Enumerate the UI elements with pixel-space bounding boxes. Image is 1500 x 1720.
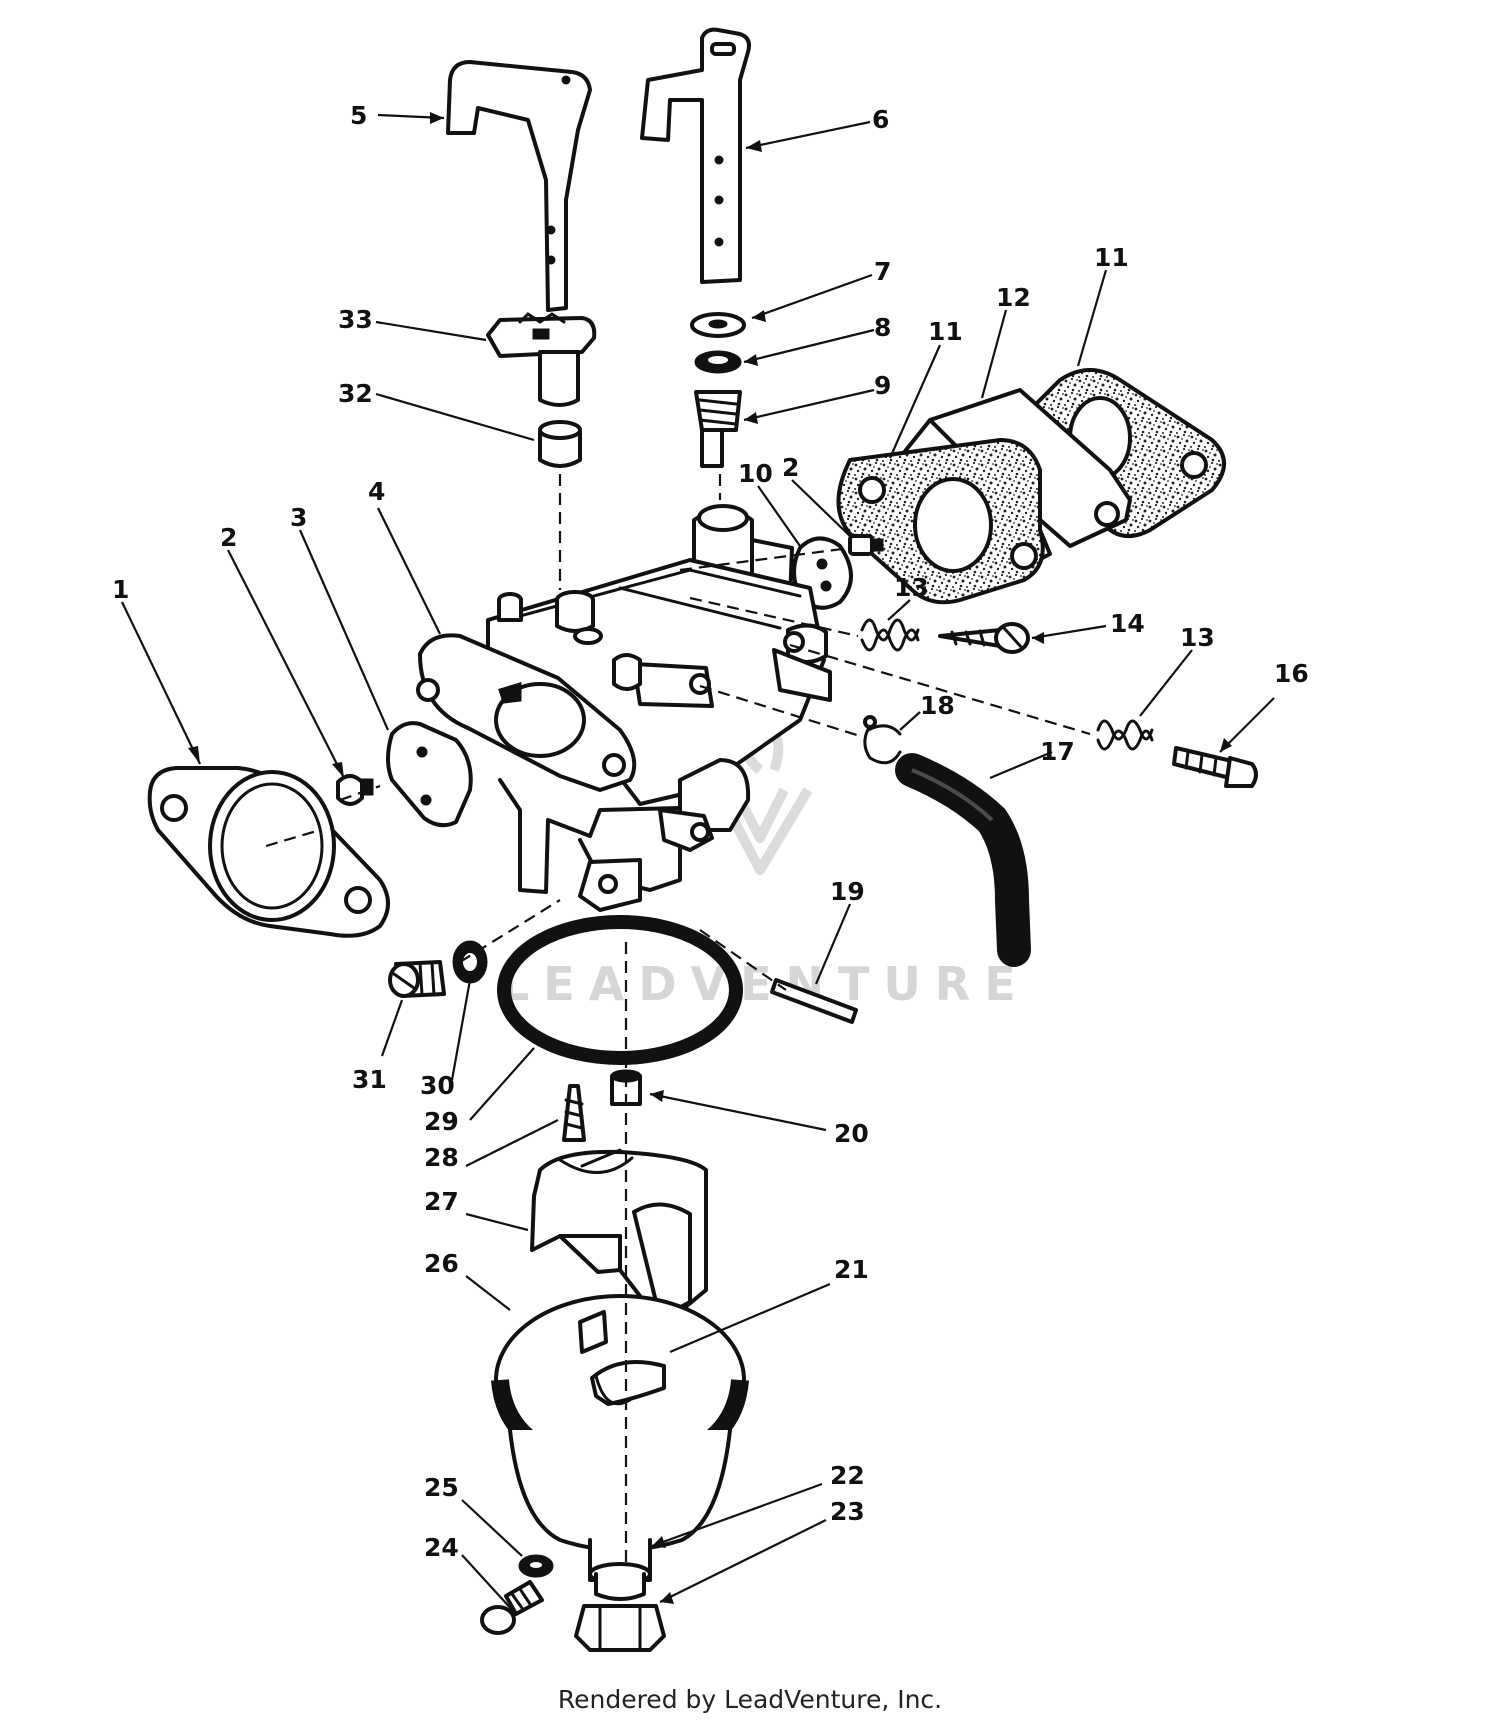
part-24-screw xyxy=(480,1580,544,1635)
callout-13-upper: 13 xyxy=(894,573,929,602)
part-2-screw-left xyxy=(336,774,374,806)
callout-6: 6 xyxy=(872,105,889,134)
callout-3: 3 xyxy=(290,503,307,532)
callout-25: 25 xyxy=(424,1473,459,1502)
callout-2-left: 2 xyxy=(220,523,237,552)
watermark-text: LEADVENTURE xyxy=(500,957,1030,1011)
part-13-spring-upper xyxy=(860,618,920,652)
part-26-float-bowl xyxy=(491,1294,749,1582)
part-3-throttle-plate xyxy=(386,721,473,828)
part-11-gasket-front xyxy=(836,437,1045,605)
rendered-by-footer: Rendered by LeadVenture, Inc. xyxy=(557,1685,943,1714)
part-1-flange-gasket xyxy=(147,766,390,938)
part-14-screw xyxy=(938,622,1030,654)
callout-13-lower: 13 xyxy=(1180,623,1215,652)
callout-10: 10 xyxy=(738,459,773,488)
callout-1: 1 xyxy=(112,575,129,604)
callout-8: 8 xyxy=(874,313,891,342)
part-4-carburetor-body xyxy=(416,504,832,912)
callout-11-rear: 11 xyxy=(1094,243,1129,272)
part-28-inlet-needle xyxy=(562,1084,586,1142)
part-17-fuel-hose xyxy=(895,753,1031,967)
part-8-seal xyxy=(694,350,742,374)
part-7-washer xyxy=(690,312,746,338)
assembly-lines xyxy=(265,474,1091,991)
leadventure-watermark: LEADVENTURE xyxy=(500,685,1030,1011)
part-23-bowl-nut xyxy=(574,1604,666,1652)
callout-16: 16 xyxy=(1274,659,1309,688)
callout-27: 27 xyxy=(424,1187,459,1216)
part-33-throttle-plate xyxy=(486,312,597,407)
callout-29: 29 xyxy=(424,1107,459,1136)
callout-5: 5 xyxy=(350,101,367,130)
callout-21: 21 xyxy=(834,1255,869,1284)
part-27-float xyxy=(530,1148,708,1322)
callout-17: 17 xyxy=(1040,737,1075,766)
part-6-choke-lever xyxy=(640,27,751,284)
part-22-bowl-washer xyxy=(588,1562,652,1601)
callout-20: 20 xyxy=(834,1119,869,1148)
part-29-bowl-gasket xyxy=(497,915,743,1065)
callout-2-upper: 2 xyxy=(782,453,799,482)
part-32-bushing xyxy=(538,420,582,468)
callout-labels: 1 2 3 4 5 6 7 8 9 10 2 11 12 11 13 14 13… xyxy=(112,101,1309,1562)
part-18-clamp xyxy=(863,715,902,765)
callout-14: 14 xyxy=(1110,609,1145,638)
part-31-screw xyxy=(388,960,446,998)
callout-22: 22 xyxy=(830,1461,865,1490)
part-9-screw xyxy=(694,390,742,468)
callout-4: 4 xyxy=(368,477,385,506)
part-19-pin xyxy=(770,978,858,1024)
part-25-washer xyxy=(518,1554,554,1578)
part-11-gasket-rear xyxy=(1007,368,1226,539)
callout-9: 9 xyxy=(874,371,891,400)
part-5-throttle-lever xyxy=(446,60,592,312)
callout-7: 7 xyxy=(874,257,891,286)
callout-24: 24 xyxy=(424,1533,459,1562)
leader-arrowheads xyxy=(188,112,1232,1604)
callout-23: 23 xyxy=(830,1497,865,1526)
callout-30: 30 xyxy=(420,1071,455,1100)
part-13-spring-lower xyxy=(1096,719,1154,751)
part-16-screw xyxy=(1172,746,1258,788)
callout-11-front: 11 xyxy=(928,317,963,346)
part-2-screw-upper xyxy=(848,534,884,556)
callout-33: 33 xyxy=(338,305,373,334)
callout-28: 28 xyxy=(424,1143,459,1172)
callout-31: 31 xyxy=(352,1065,387,1094)
leader-lines xyxy=(121,113,1275,1613)
callout-12: 12 xyxy=(996,283,1031,312)
callout-18: 18 xyxy=(920,691,955,720)
callout-19: 19 xyxy=(830,877,865,906)
callout-26: 26 xyxy=(424,1249,459,1278)
callout-32: 32 xyxy=(338,379,373,408)
